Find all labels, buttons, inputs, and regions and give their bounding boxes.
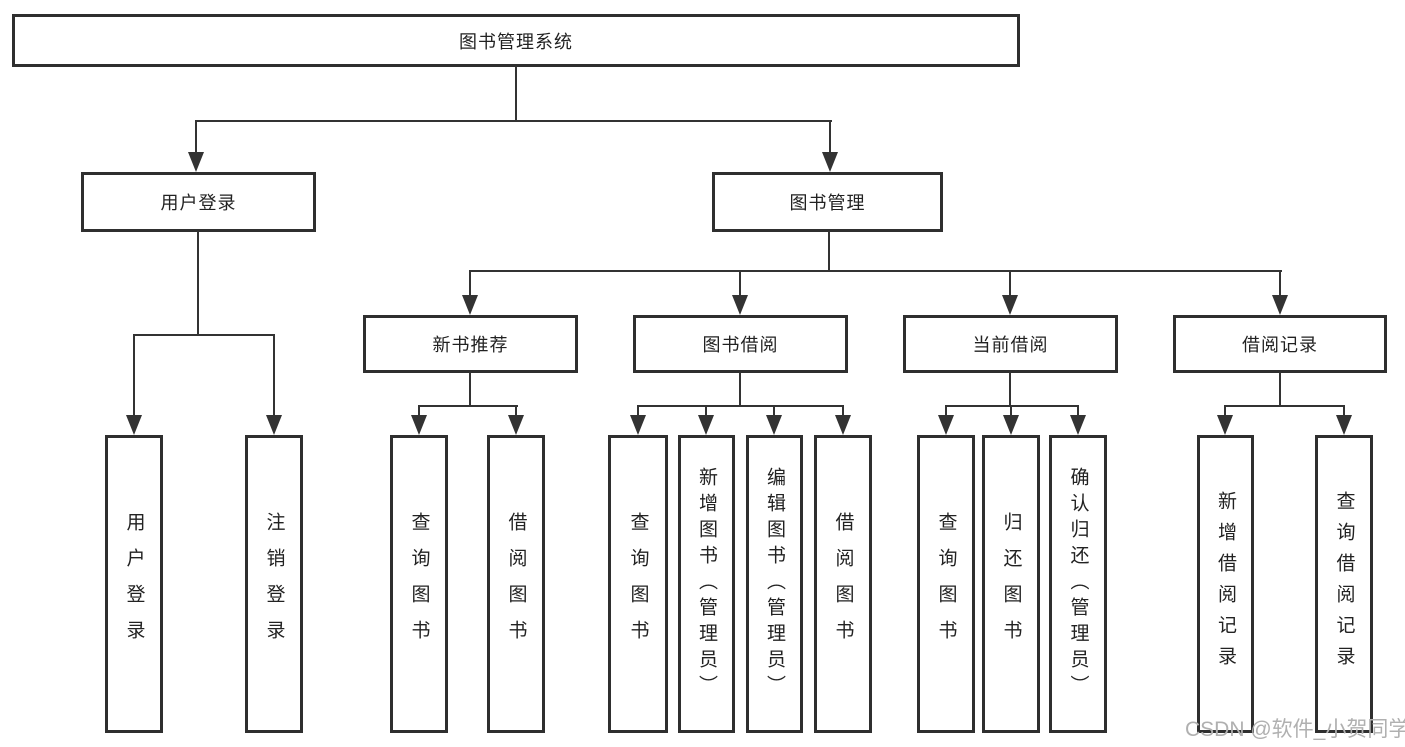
- connector-line: [133, 334, 275, 336]
- node-user-login-label: 用户登录: [160, 193, 237, 213]
- connector-line: [418, 405, 518, 407]
- leaf-query-borrow-record: 查询借阅记录: [1315, 435, 1373, 733]
- arrow-down-icon: [630, 415, 646, 435]
- arrow-down-icon: [1272, 295, 1288, 315]
- leaf-user-login: 用户登录: [105, 435, 163, 733]
- leaf-add-borrow-record: 新增借阅记录: [1197, 435, 1254, 733]
- arrow-down-icon: [822, 152, 838, 172]
- arrow-down-icon: [1217, 415, 1233, 435]
- connector-line: [418, 405, 420, 423]
- connector-line: [829, 120, 831, 158]
- arrow-down-icon: [732, 295, 748, 315]
- connector-line: [828, 231, 830, 271]
- node-new-book-recommend: 新书推荐: [363, 315, 578, 373]
- connector-line: [1077, 405, 1079, 423]
- leaf-borrow-book-2: 借阅图书: [814, 435, 872, 733]
- node-borrow-record: 借阅记录: [1173, 315, 1387, 373]
- connector-line: [133, 334, 135, 422]
- connector-line: [515, 405, 517, 423]
- node-book-borrow: 图书借阅: [633, 315, 848, 373]
- node-root: 图书管理系统: [12, 14, 1020, 67]
- connector-line: [273, 334, 275, 422]
- connector-line: [842, 405, 844, 423]
- leaf-return-book: 归还图书: [982, 435, 1040, 733]
- connector-line: [945, 405, 1079, 407]
- connector-line: [515, 66, 517, 122]
- leaf-label: 新增图书（管理员）: [696, 467, 717, 701]
- connector-line: [469, 372, 471, 407]
- connector-line: [1224, 405, 1345, 407]
- node-book-management-label: 图书管理: [789, 193, 866, 213]
- connector-line: [197, 231, 199, 336]
- node-book-borrow-label: 图书借阅: [702, 335, 779, 355]
- connector-line: [1279, 270, 1281, 302]
- leaf-add-book-admin: 新增图书（管理员）: [678, 435, 735, 733]
- leaf-query-book-2: 查询图书: [608, 435, 668, 733]
- connector-line: [739, 270, 741, 302]
- connector-line: [195, 120, 197, 158]
- arrow-down-icon: [1003, 415, 1019, 435]
- connector-line: [773, 405, 775, 423]
- leaf-query-book-1: 查询图书: [390, 435, 448, 733]
- arrow-down-icon: [411, 415, 427, 435]
- arrow-down-icon: [698, 415, 714, 435]
- connector-line: [637, 405, 844, 407]
- connector-line: [195, 120, 832, 122]
- connector-line: [705, 405, 707, 423]
- connector-line: [469, 270, 1282, 272]
- arrow-down-icon: [766, 415, 782, 435]
- leaf-label: 借阅图书: [505, 512, 527, 656]
- arrow-down-icon: [1336, 415, 1352, 435]
- node-current-borrow-label: 当前借阅: [972, 335, 1049, 355]
- connector-line: [1343, 405, 1345, 423]
- leaf-label: 新增借阅记录: [1215, 491, 1236, 677]
- leaf-edit-book-admin: 编辑图书（管理员）: [746, 435, 803, 733]
- leaf-confirm-return-admin: 确认归还（管理员）: [1049, 435, 1107, 733]
- leaf-label: 归还图书: [1000, 512, 1022, 656]
- connector-line: [469, 270, 471, 302]
- connector-line: [945, 405, 947, 423]
- csdn-watermark: CSDN @软件_小贺同学: [1185, 718, 1405, 741]
- node-borrow-record-label: 借阅记录: [1242, 335, 1318, 355]
- connector-line: [739, 372, 741, 407]
- arrow-down-icon: [188, 152, 204, 172]
- node-book-management: 图书管理: [712, 172, 943, 232]
- leaf-label: 查询借阅记录: [1333, 491, 1355, 677]
- connector-line: [1009, 270, 1011, 302]
- connector-line: [1009, 372, 1011, 407]
- arrow-down-icon: [1070, 415, 1086, 435]
- connector-line: [1279, 372, 1281, 407]
- leaf-logout: 注销登录: [245, 435, 303, 733]
- leaf-label: 用户登录: [123, 512, 145, 656]
- arrow-down-icon: [1002, 295, 1018, 315]
- leaf-label: 查询图书: [935, 512, 957, 656]
- leaf-query-book-3: 查询图书: [917, 435, 975, 733]
- leaf-label: 注销登录: [263, 512, 285, 656]
- leaf-label: 编辑图书（管理员）: [764, 467, 785, 701]
- node-root-label: 图书管理系统: [459, 31, 573, 52]
- arrow-down-icon: [835, 415, 851, 435]
- connector-line: [637, 405, 639, 423]
- arrow-down-icon: [266, 415, 282, 435]
- leaf-borrow-book-1: 借阅图书: [487, 435, 545, 733]
- node-new-book-recommend-label: 新书推荐: [432, 335, 509, 355]
- node-current-borrow: 当前借阅: [903, 315, 1118, 373]
- leaf-label: 查询图书: [408, 512, 430, 656]
- arrow-down-icon: [508, 415, 524, 435]
- arrow-down-icon: [938, 415, 954, 435]
- connector-line: [1224, 405, 1226, 423]
- connector-line: [1010, 405, 1012, 423]
- leaf-label: 确认归还（管理员）: [1067, 467, 1089, 701]
- arrow-down-icon: [462, 295, 478, 315]
- arrow-down-icon: [126, 415, 142, 435]
- leaf-label: 查询图书: [627, 512, 649, 656]
- node-user-login: 用户登录: [81, 172, 316, 232]
- leaf-label: 借阅图书: [832, 512, 854, 656]
